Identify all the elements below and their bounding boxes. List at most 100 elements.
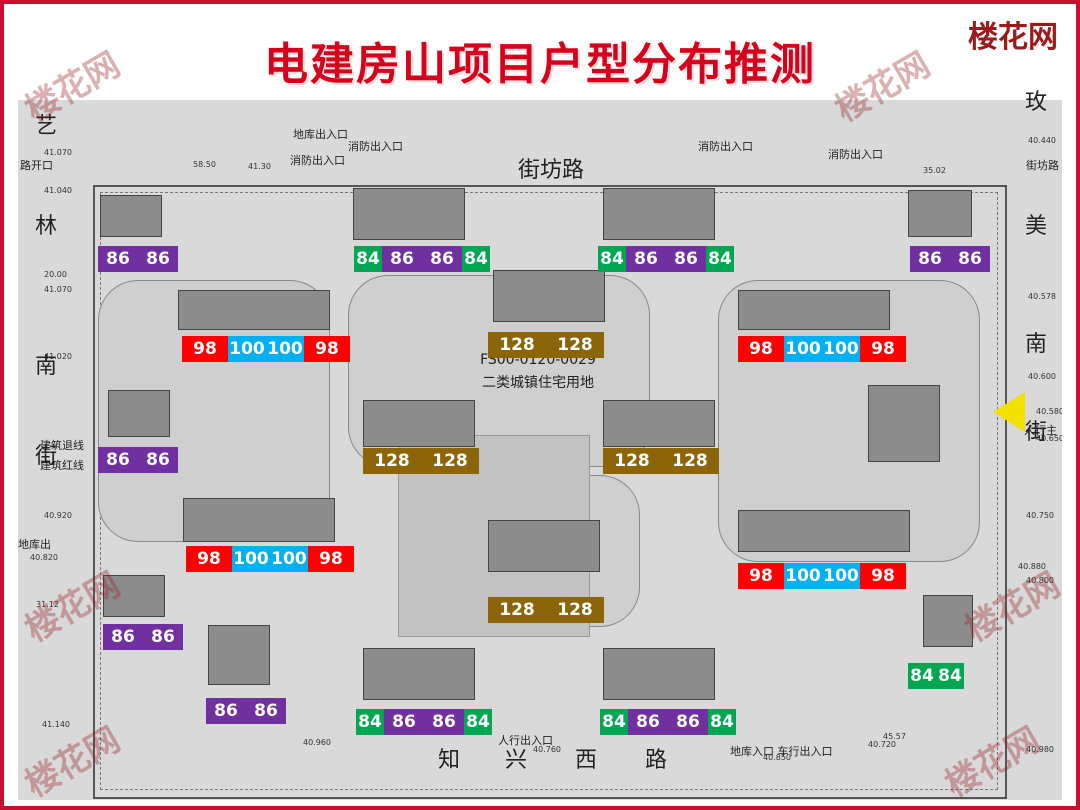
unit-size-tag: 128 [421, 448, 479, 474]
unit-size-tag: 84 [600, 709, 628, 735]
unit-size-tag: 86 [910, 246, 950, 272]
unit-size-tag: 86 [143, 624, 183, 650]
building [603, 400, 715, 447]
entrance-people-bottom: 人行出入口 [498, 734, 553, 747]
unit-size-tag: 84 [354, 246, 382, 272]
entrance-fire-1: 消防出入口 [348, 140, 403, 153]
elevation: 20.00 [44, 270, 67, 279]
unit-size-tag: 128 [488, 597, 546, 623]
elevation: 40.800 [1026, 576, 1054, 585]
building [493, 270, 605, 322]
building [100, 195, 162, 237]
building [353, 188, 465, 240]
road-left: 艺 林 南 街 [34, 114, 57, 469]
elevation: 31.12 [36, 600, 59, 609]
unit-size-tag: 98 [308, 546, 354, 572]
entrance-garage-top: 地库出入口 [293, 128, 348, 141]
unit-size-tag: 86 [668, 709, 708, 735]
unit-size-tag: 128 [546, 332, 604, 358]
road-right: 玫 美 南 街 [1024, 90, 1047, 445]
elevation: 41.070 [44, 285, 72, 294]
elevation: 40.960 [303, 738, 331, 747]
unit-size-tag: 128 [363, 448, 421, 474]
entrance-garage-left: 地库出 [18, 538, 51, 551]
elevation: 40.880 [1018, 562, 1046, 571]
unit-size-tag: 86 [626, 246, 666, 272]
elevation: 41.040 [44, 186, 72, 195]
elevation: 40.578 [1028, 292, 1056, 301]
unit-size-tag: 86 [950, 246, 990, 272]
unit-size-tag: 86 [138, 246, 178, 272]
building [738, 290, 890, 330]
control-line-label: 建筑退线 [40, 439, 84, 452]
unit-size-tag: 84 [356, 709, 384, 735]
elevation: 41.020 [44, 352, 72, 361]
unit-size-tag: 86 [98, 447, 138, 473]
unit-size-tag: 86 [628, 709, 668, 735]
entrance-garage-bottom: 地库入口 车行出入口 [730, 745, 833, 758]
building [103, 575, 165, 617]
road-top: 街坊路 [518, 158, 585, 183]
unit-size-tag: 86 [246, 698, 286, 724]
elevation: 40.850 [763, 753, 791, 762]
elevation: 40.980 [1026, 745, 1054, 754]
unit-size-tag: 86 [422, 246, 462, 272]
elevation: 40.820 [30, 553, 58, 562]
unit-size-tag: 84 [706, 246, 734, 272]
elevation: 40.920 [44, 511, 72, 520]
land-type: 二类城镇住宅用地 [482, 375, 594, 391]
building [363, 400, 475, 447]
unit-size-tag: 100 [270, 546, 308, 572]
unit-size-tag: 100 [822, 336, 860, 362]
unit-size-tag: 100 [232, 546, 270, 572]
unit-size-tag: 86 [384, 709, 424, 735]
road-bottom-3: 西 [575, 748, 598, 773]
road-bottom-1: 知 [438, 748, 461, 773]
building [923, 595, 973, 647]
entrance-road-left: 路开口 [20, 159, 53, 172]
entrance-fire-2: 消防出入口 [290, 154, 345, 167]
elevation: 41.070 [44, 148, 72, 157]
building [738, 510, 910, 552]
unit-size-tag: 100 [822, 563, 860, 589]
elevation: 40.650 [1036, 434, 1062, 443]
elevation: 40.720 [868, 740, 896, 749]
unit-size-tag: 128 [488, 332, 546, 358]
unit-size-tag: 98 [738, 563, 784, 589]
unit-size-tag: 86 [424, 709, 464, 735]
page-title: 电建房山项目户型分布推测 [264, 39, 816, 90]
unit-size-tag: 84 [908, 663, 936, 689]
unit-size-tag: 100 [784, 563, 822, 589]
unit-size-tag: 100 [228, 336, 266, 362]
road-bottom-2: 兴 [505, 748, 528, 773]
unit-size-tag: 98 [304, 336, 350, 362]
elevation: 58.50 [193, 160, 216, 169]
entrance-fire-3: 消防出入口 [698, 140, 753, 153]
unit-size-tag: 84 [462, 246, 490, 272]
building [178, 290, 330, 330]
entrance-street-right: 街坊路 [1026, 159, 1059, 172]
building [908, 190, 972, 237]
unit-size-tag: 86 [98, 246, 138, 272]
brand-logo: 楼花网 [968, 20, 1058, 55]
unit-size-tag: 128 [661, 448, 719, 474]
unit-size-tag: 86 [138, 447, 178, 473]
road-bottom-4: 路 [645, 748, 668, 773]
building [363, 648, 475, 700]
entrance-fire-4: 消防出入口 [828, 148, 883, 161]
elevation: 41.140 [42, 720, 70, 729]
elevation: 41.30 [248, 162, 271, 171]
entrance-arrow-icon [993, 392, 1025, 432]
